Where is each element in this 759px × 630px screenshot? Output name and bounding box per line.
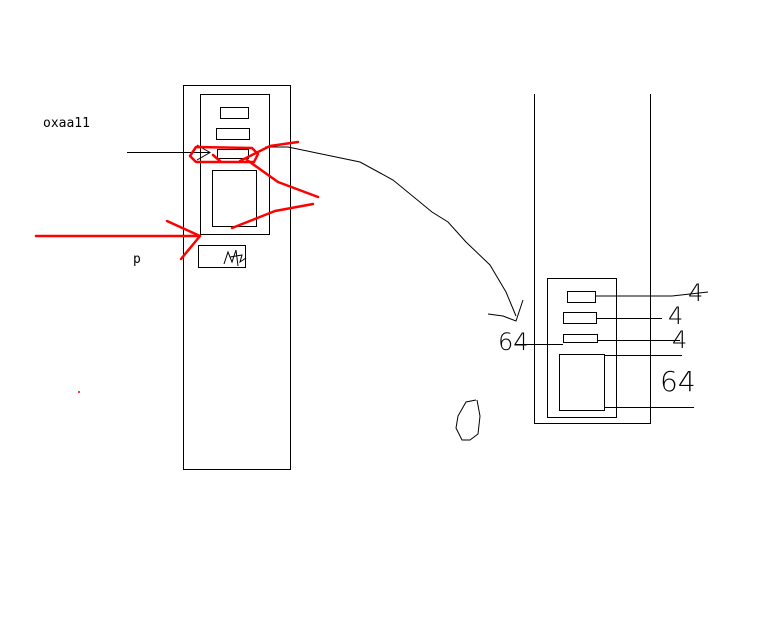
size-label-field-c: 4 <box>672 326 688 354</box>
right-field-1 <box>567 291 596 303</box>
size-label-field-a: 4 <box>688 279 704 307</box>
red-field-circle <box>188 145 260 164</box>
address-label: oxaa11 <box>43 116 90 131</box>
right-field-2 <box>563 312 597 324</box>
right-field-3 <box>563 334 598 343</box>
red-pointer-arrow-head <box>165 219 202 261</box>
pointer-label: p <box>133 252 141 267</box>
red-dot <box>78 391 80 393</box>
size-annotation-lines <box>515 291 709 408</box>
size-label-field-b: 4 <box>668 302 684 330</box>
left-field-1 <box>220 107 249 119</box>
right-struct-box <box>547 278 617 418</box>
right-field-4 <box>559 354 605 411</box>
left-memory-column <box>183 85 291 470</box>
red-cross-mark <box>211 140 320 230</box>
right-memory-column <box>534 94 651 424</box>
pointer-slot-box <box>198 245 246 268</box>
red-annotations <box>34 140 320 261</box>
size-label-field-d: 64 <box>660 365 696 398</box>
left-struct-box <box>200 94 270 235</box>
copy-arrow <box>265 146 524 322</box>
pointer-slot-scribble <box>223 249 247 267</box>
left-column-outline <box>183 85 291 470</box>
left-field-3 <box>217 149 249 159</box>
hand-drawn-zero <box>455 399 481 441</box>
left-field-2 <box>216 128 250 140</box>
size-label-total: 64 <box>498 328 529 356</box>
left-field-4 <box>212 170 257 227</box>
